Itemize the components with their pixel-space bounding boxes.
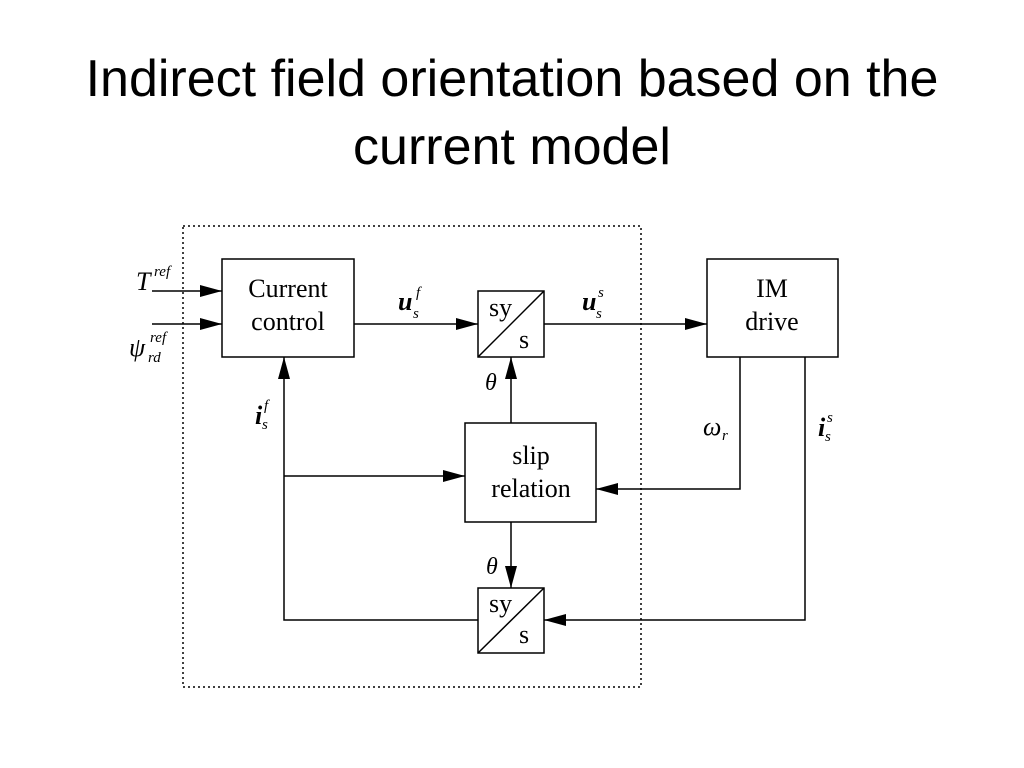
stator-current-feedback-arrow [544, 357, 806, 626]
field-voltage-subscript: s [413, 306, 419, 322]
stator-current-superscript: s [827, 410, 833, 426]
current-control-label-1: Current [248, 274, 328, 303]
im-drive-label-2: drive [745, 307, 798, 336]
slide-title-line-2: current model [353, 118, 671, 176]
stator-current-symbol: i [818, 413, 826, 442]
slip-relation-label-2: relation [491, 474, 570, 503]
field-current-symbol: i [255, 401, 263, 430]
im-drive-block [706, 258, 839, 358]
slip-relation-block [464, 422, 597, 523]
flux-reference-subscript: rd [148, 350, 161, 366]
stator-voltage-superscript: s [598, 285, 604, 301]
stator-current-subscript: s [825, 429, 831, 445]
lower-angle-symbol: θ [486, 554, 498, 580]
rotor-speed-symbol: ω [703, 412, 721, 441]
rotor-speed-feedback-arrow [596, 357, 741, 495]
lower-transform-label-top: sy [489, 589, 512, 618]
current-control-label-2: control [251, 307, 325, 336]
field-voltage-superscript: f [416, 285, 422, 301]
field-current-superscript: f [264, 398, 270, 414]
field-voltage-symbol: u [398, 287, 412, 316]
torque-reference-symbol: T [136, 267, 152, 296]
flux-reference-symbol: ψ [129, 333, 146, 362]
flux-reference-superscript: ref [150, 330, 168, 346]
upper-transform-diagonal [477, 290, 545, 358]
upper-transform-label-bottom: s [519, 325, 529, 354]
torque-reference-superscript: ref [154, 264, 172, 280]
stator-voltage-symbol: u [582, 287, 596, 316]
upper-transform-label-top: sy [489, 293, 512, 322]
stator-voltage-subscript: s [596, 306, 602, 322]
field-current-subscript: s [262, 417, 268, 433]
field-current-feedback-arrow [278, 357, 478, 621]
rotor-speed-subscript: r [722, 428, 728, 444]
slide-title: Indirect field orientation based on the … [0, 45, 1024, 181]
slip-relation-label-1: slip [512, 441, 550, 470]
lower-transform-label-bottom: s [519, 620, 529, 649]
im-drive-label-1: IM [756, 274, 788, 303]
current-control-block [221, 258, 355, 358]
lower-transform-diagonal [477, 587, 545, 654]
upper-angle-symbol: θ [485, 370, 497, 396]
slide-title-line-1: Indirect field orientation based on the [85, 50, 939, 108]
